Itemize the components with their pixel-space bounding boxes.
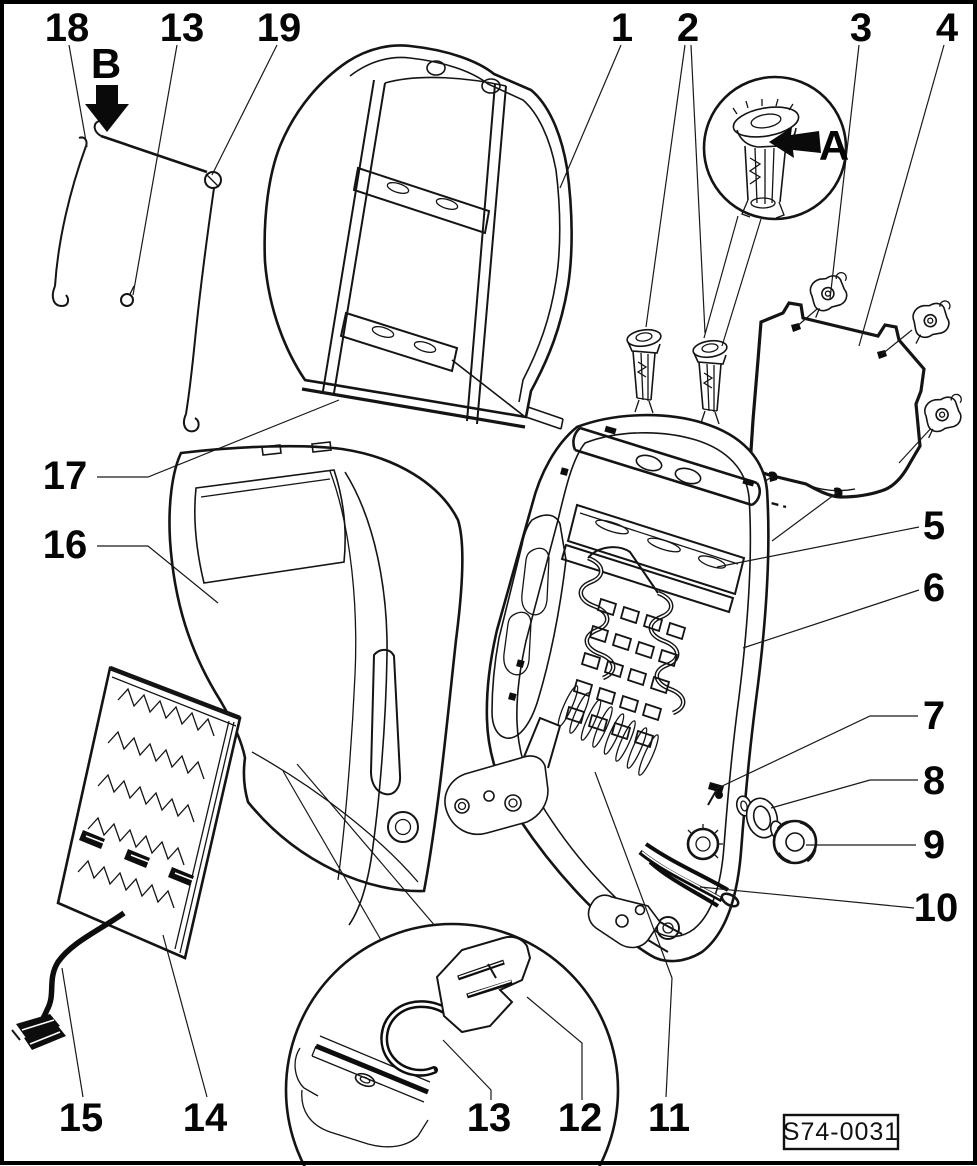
callout-label-16: 16	[43, 523, 88, 567]
callout-leader-14	[162, 934, 208, 1098]
part-2-guide-sleeves	[626, 328, 728, 425]
callout-leader-12	[526, 996, 583, 1100]
callout-label-15: 15	[59, 1096, 104, 1140]
callout-label-4: 4	[936, 6, 959, 50]
callout-label-17: 17	[43, 454, 88, 498]
part-14-heater-element	[56, 665, 242, 960]
callout-leader-4	[858, 44, 945, 347]
callout-label-12: 12	[558, 1096, 603, 1140]
callout-leader-6	[742, 589, 920, 649]
callout-label-19: 19	[257, 6, 302, 50]
callout-label-1: 1	[611, 6, 633, 50]
frame-hatch-slots	[557, 685, 659, 776]
callout-label-6: 6	[923, 566, 945, 610]
callout-label-13: 13	[467, 1096, 512, 1140]
callout-leader-2	[645, 44, 686, 328]
callout-leader-13	[442, 1039, 492, 1100]
callout-label-9: 9	[923, 823, 945, 867]
callout-label-10: 10	[914, 886, 959, 930]
callout-label-14: 14	[183, 1096, 228, 1140]
view-arrow-B	[85, 85, 129, 132]
callout-leader-13	[132, 44, 178, 296]
part-16-backrest-cover	[168, 441, 464, 926]
part-13-securing-eyelet	[120, 285, 135, 307]
frame-grid-holes	[564, 597, 687, 749]
callout-leader-15	[61, 967, 84, 1098]
part-1-padding-frame	[263, 44, 573, 430]
callout-label-18: 18	[45, 6, 90, 50]
part-19-retaining-rod	[93, 119, 222, 433]
view-label-A: A	[819, 122, 849, 169]
callout-label-8: 8	[923, 759, 945, 803]
part-18-tension-wire	[51, 136, 88, 308]
callout-leader-7	[715, 715, 918, 790]
callout-leader-16	[97, 545, 219, 604]
callout-leader-19	[211, 44, 278, 176]
view-direction-arrows: BA	[85, 40, 849, 169]
callout-leader-3	[829, 44, 860, 300]
callout-leader-17	[97, 399, 340, 478]
heater-wire-pattern	[77, 687, 215, 909]
callout-leader-5	[716, 526, 920, 568]
view-arrow-A	[769, 127, 821, 158]
part-9-adjuster-knob	[769, 819, 818, 865]
callout-leader-11	[594, 771, 673, 1098]
part-15-cable-connector	[11, 910, 126, 1050]
callout-leader-1	[559, 44, 622, 189]
callout-leader-8	[770, 779, 918, 809]
callout-label-11: 11	[648, 1096, 690, 1140]
part-12-clip-detail	[435, 935, 532, 1034]
ref-code-box: S74-0031	[783, 1113, 900, 1151]
callout-label-3: 3	[850, 6, 872, 50]
callout-label-2: 2	[677, 6, 699, 50]
callout-leaders	[61, 44, 945, 1100]
detail-circle-b	[282, 763, 620, 1166]
callout-label-7: 7	[923, 694, 945, 738]
ref-code: S74-0031	[783, 1118, 899, 1146]
view-label-B: B	[91, 40, 121, 87]
part-13-hook-detail	[380, 1000, 456, 1077]
callout-leader-18	[68, 44, 88, 148]
part-7-stud	[707, 782, 724, 806]
part-11-backrest-frame	[444, 413, 770, 963]
callout-leader-2	[690, 44, 706, 334]
callout-leader-10	[699, 886, 915, 909]
callout-label-13: 13	[160, 6, 205, 50]
callout-label-5: 5	[923, 504, 945, 548]
part-8-washer	[735, 795, 779, 839]
